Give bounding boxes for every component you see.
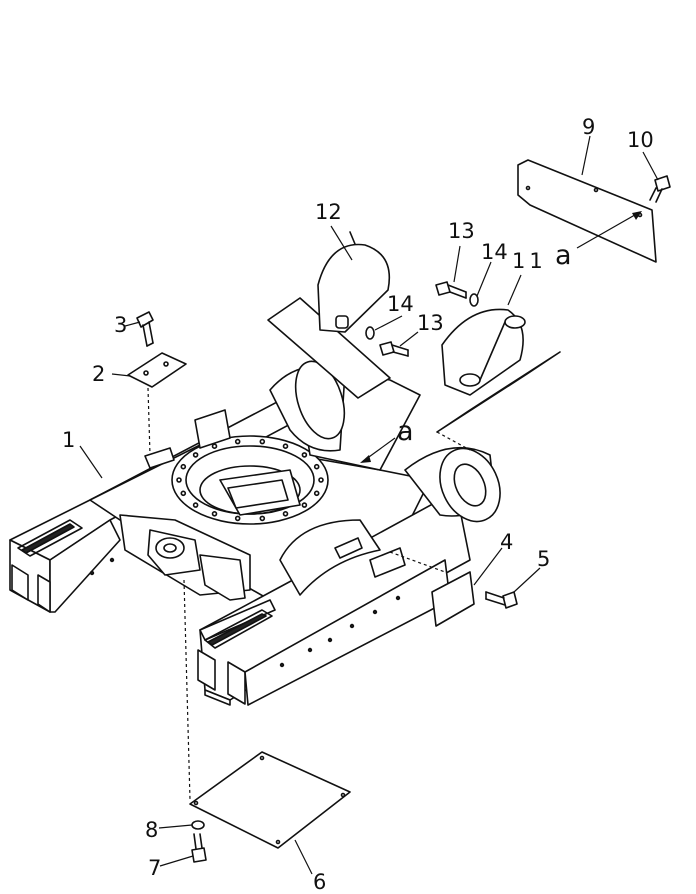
bearing-bolt-hole [301,452,308,458]
track-frame [9,360,501,706]
bearing-bolt-hole [192,502,199,508]
bearing-bolt-hole [176,477,182,483]
plate-4 [431,571,475,627]
callout-4: 4 [500,530,514,554]
bearing-bolt-hole [211,510,218,517]
callout-12: 12 [315,200,342,224]
bolt-13-lower [379,341,409,357]
plate-9 [517,159,657,263]
callout-7: 7 [148,856,162,880]
callout-5: 5 [537,547,551,571]
plate-2 [127,352,187,388]
leader-lines [79,135,659,875]
bearing-bolt-hole [282,443,289,450]
washer-14-upper [469,293,479,307]
callout-14-upper: 14 [481,240,508,264]
callout-10: 10 [627,128,654,152]
bolt-3 [136,311,154,347]
detail-marker-a-lower: a [397,416,414,447]
callout-2: 2 [92,362,106,386]
callout-6: 6 [313,870,327,894]
rail-rivets [89,557,401,668]
bearing-bolt-hole [318,477,324,483]
bearing-bolt-hole [234,438,241,445]
washer-8 [191,820,205,830]
callout-13-upper: 13 [448,219,475,243]
callout-11: 11 [512,249,547,273]
callout-8: 8 [145,818,159,842]
callout-14-lower: 14 [387,292,414,316]
bearing-bolt-hole [192,452,199,458]
bearing-bolt-hole [234,515,241,522]
bearing-bolt-hole [259,438,266,445]
bolt-13-upper [435,281,467,299]
bearing-bolt-hole [313,490,320,497]
bearing-bolt-hole [211,443,218,450]
callout-9: 9 [582,115,596,139]
callout-13-lower: 13 [417,311,444,335]
bolt-7 [191,833,207,863]
cover-11 [436,308,561,433]
bearing-bolt-hole [282,510,289,517]
bearing-bolt-hole [180,490,187,497]
bolt-5 [485,591,518,609]
callout-1: 1 [62,428,76,452]
bearing-bolt-hole [180,463,187,470]
callout-3: 3 [114,313,128,337]
bearing-bolt-hole [259,515,266,522]
bearing-bolt-hole [313,463,320,470]
washer-14-lower [365,326,375,340]
bolt-10 [649,175,671,203]
bearing-bolt-hole [301,502,308,508]
cover-12 [267,231,391,399]
detail-marker-a-upper: a [555,240,572,271]
under-cover-6 [189,751,351,849]
